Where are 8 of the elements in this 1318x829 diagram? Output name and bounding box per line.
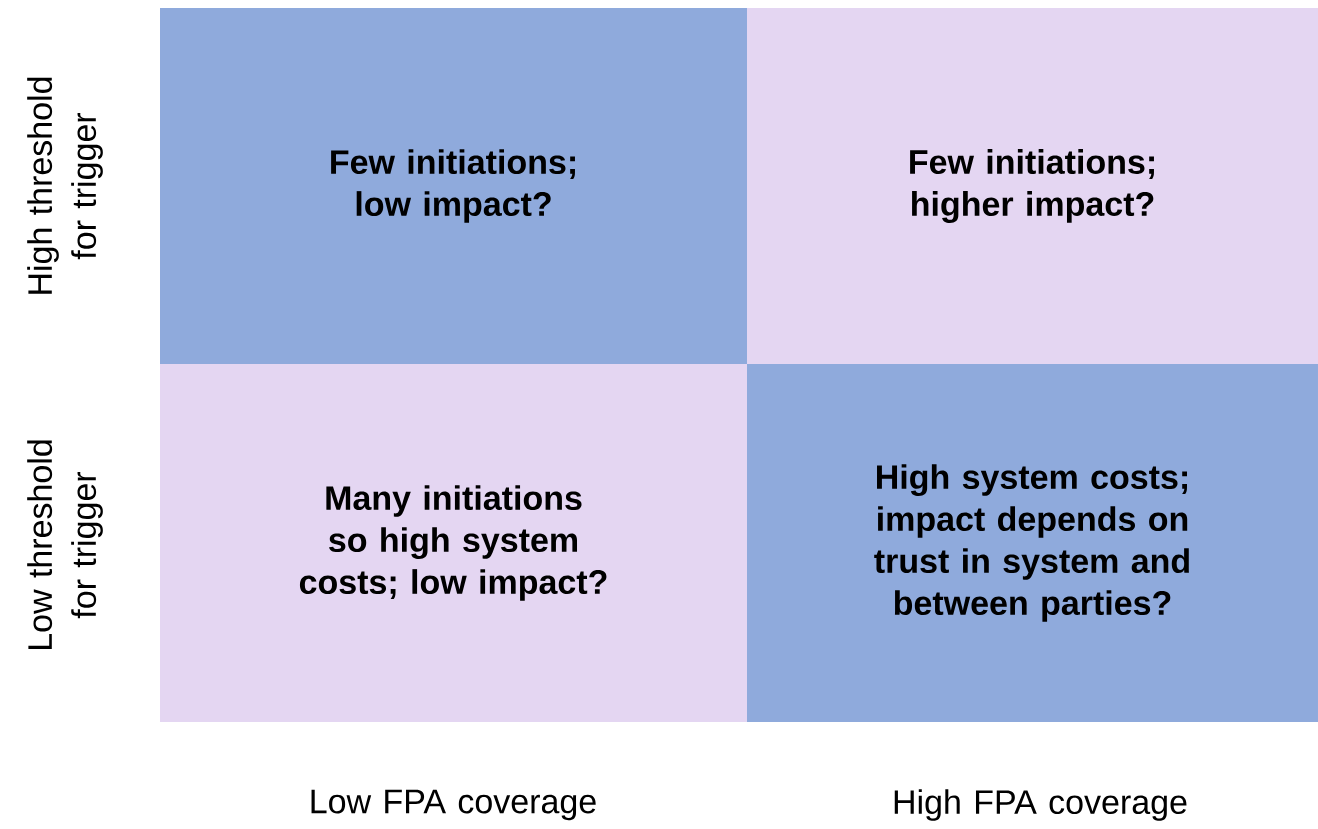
axis-label: Low threshold for trigger (27, 440, 103, 649)
axis-label: High FPA coverage (894, 789, 1187, 821)
quadrant-box: Few initiations; low impact? (160, 8, 747, 364)
quadrant-box: Many initiations so high system costs; low impact? (160, 364, 747, 722)
axis-label: High threshold for trigger (27, 77, 103, 294)
quadrant-box: High system costs; impact depends on trust in system and between parties? (747, 364, 1318, 722)
quadrant-box: Few initiations; higher impact? (747, 8, 1318, 364)
axis-label: Low FPA coverage (311, 789, 596, 821)
